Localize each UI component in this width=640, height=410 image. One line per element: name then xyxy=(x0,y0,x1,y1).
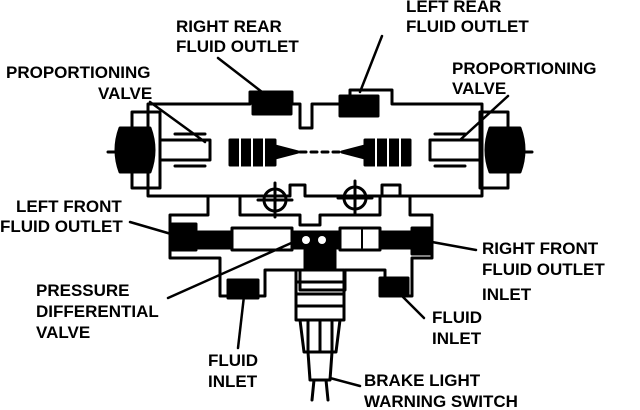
svg-text:PRESSURE: PRESSURE xyxy=(36,281,130,300)
label-left-rear: LEFT REAR FLUID OUTLET xyxy=(406,0,529,36)
label-proportioning-valve-left: PROPORTIONING VALVE xyxy=(6,63,152,103)
svg-text:RIGHT REAR: RIGHT REAR xyxy=(176,17,282,36)
label-pressure-differential: PRESSURE DIFFERENTIAL VALVE xyxy=(36,281,159,342)
svg-text:FLUID OUTLET: FLUID OUTLET xyxy=(0,217,123,236)
label-left-front: LEFT FRONT FLUID OUTLET xyxy=(0,197,123,236)
svg-text:VALVE: VALVE xyxy=(36,323,90,342)
svg-text:BRAKE LIGHT: BRAKE LIGHT xyxy=(364,371,481,390)
svg-text:INLET: INLET xyxy=(208,372,258,391)
svg-text:PROPORTIONING: PROPORTIONING xyxy=(452,59,597,78)
label-brake-light-switch: BRAKE LIGHT WARNING SWITCH xyxy=(364,371,518,410)
svg-text:INLET: INLET xyxy=(432,329,482,348)
mounting-holes xyxy=(256,179,374,219)
proportioning-valve-left xyxy=(106,110,300,190)
svg-text:PROPORTIONING: PROPORTIONING xyxy=(6,63,151,82)
label-right-front: RIGHT FRONT FLUID OUTLET xyxy=(482,239,605,279)
label-proportioning-valve-right: PROPORTIONING VALVE xyxy=(452,59,597,98)
svg-text:FLUID OUTLET: FLUID OUTLET xyxy=(406,17,529,36)
proportioning-valve-right xyxy=(340,110,534,190)
svg-text:LEFT REAR: LEFT REAR xyxy=(406,0,501,16)
label-right-rear: RIGHT REAR FLUID OUTLET xyxy=(176,17,299,56)
svg-text:LEFT FRONT: LEFT FRONT xyxy=(16,197,122,216)
svg-text:VALVE: VALVE xyxy=(98,84,152,103)
svg-text:FLUID: FLUID xyxy=(432,308,482,327)
svg-text:VALVE: VALVE xyxy=(452,79,506,98)
svg-text:RIGHT FRONT: RIGHT FRONT xyxy=(482,239,599,258)
svg-text:WARNING SWITCH: WARNING SWITCH xyxy=(364,392,518,410)
leader-lines xyxy=(128,34,510,388)
svg-text:FLUID: FLUID xyxy=(208,351,258,370)
svg-text:FLUID OUTLET: FLUID OUTLET xyxy=(482,260,605,279)
label-fluid-inlet-right: FLUID INLET xyxy=(432,308,482,348)
brake-warning-switch xyxy=(294,248,346,402)
svg-text:DIFFERENTIAL: DIFFERENTIAL xyxy=(36,302,159,321)
svg-text:FLUID OUTLET: FLUID OUTLET xyxy=(176,37,299,56)
label-inlet: INLET xyxy=(482,285,532,304)
label-fluid-inlet-bottom: FLUID INLET xyxy=(208,351,258,391)
valve-body-upper xyxy=(146,88,484,198)
pressure-differential-spool xyxy=(196,226,414,252)
